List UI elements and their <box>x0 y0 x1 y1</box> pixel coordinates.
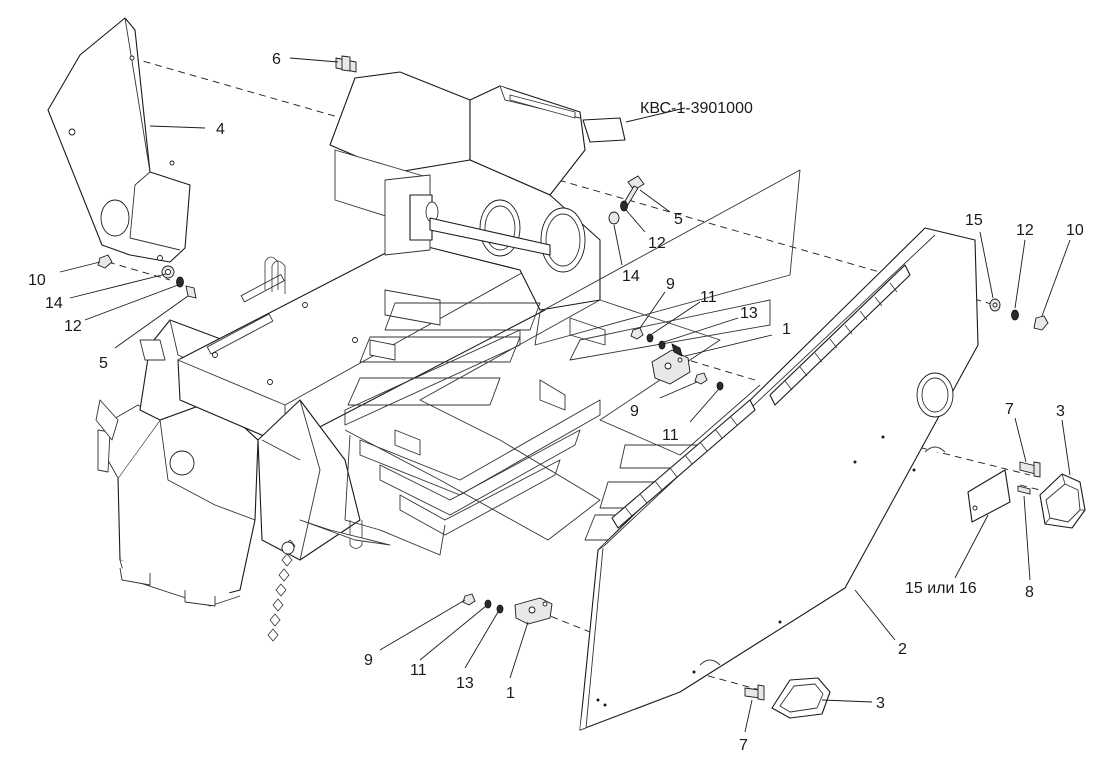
part-12-washer-left <box>176 276 184 288</box>
callout-2: 2 <box>898 641 907 658</box>
part-9-nut-bottom <box>462 593 476 606</box>
callout-5-left: 5 <box>99 355 108 372</box>
callout-12-left: 12 <box>64 318 82 335</box>
part-4-left-shield <box>47 17 191 263</box>
part-9-nut-top <box>630 327 644 340</box>
part-11-washer-mid <box>716 381 724 391</box>
part-10-nut-left <box>97 254 113 269</box>
baffle-plate <box>344 169 801 556</box>
callout-14-left: 14 <box>45 295 63 312</box>
callout-15-right: 15 <box>965 212 983 229</box>
callout-7-right: 7 <box>1005 401 1014 418</box>
part-2-door-panel <box>579 227 979 731</box>
part-7-bolt-bottom <box>744 684 765 701</box>
callout-14-mid: 14 <box>622 268 640 285</box>
part-11-washer-top <box>646 333 654 343</box>
callout-7-bottom: 7 <box>739 737 748 754</box>
part-9-nut-mid <box>694 372 708 385</box>
assembly-label: КВС-1-3901000 <box>640 100 753 117</box>
part-13-washer-bottom <box>496 604 504 614</box>
callout-9-mid: 9 <box>630 403 639 420</box>
callout-4: 4 <box>216 121 225 138</box>
callout-12-right: 12 <box>1016 222 1034 239</box>
callout-10-right: 10 <box>1066 222 1084 239</box>
callout-3-bottom: 3 <box>876 695 885 712</box>
callout-11-top: 11 <box>700 289 717 306</box>
callout-6: 6 <box>272 51 281 68</box>
callout-8: 8 <box>1025 584 1034 601</box>
part-3-lamp-bottom <box>771 677 831 719</box>
callout-9-top: 9 <box>666 276 675 293</box>
callout-labels: КВС-1-3901000 6 4 10 14 12 5 5 12 14 15 … <box>28 51 1084 754</box>
part-13-washer-top <box>658 340 666 350</box>
callout-13-top: 13 <box>740 305 758 322</box>
part-14-washer-left <box>161 265 175 279</box>
part-10-nut-right <box>1033 315 1049 331</box>
callout-9-bottom: 9 <box>364 652 373 669</box>
part-1-latch-bottom <box>514 597 553 625</box>
part-15-washer-right <box>989 298 1001 312</box>
part-12-washer-mid <box>620 200 628 212</box>
callout-1-top: 1 <box>782 321 791 338</box>
part-7-bolt-right <box>1019 461 1041 478</box>
part-11-washer-bottom <box>484 599 492 609</box>
part-12-washer-right <box>1011 309 1019 321</box>
callout-13-bottom: 13 <box>456 675 474 692</box>
main-frame <box>95 71 626 642</box>
callout-11-bottom: 11 <box>410 662 427 679</box>
callout-1-bottom: 1 <box>506 685 515 702</box>
part-14-washer-mid <box>608 211 620 225</box>
part-6-bolt <box>335 55 357 73</box>
callout-12-mid: 12 <box>648 235 666 252</box>
part-1-latch-top <box>651 343 691 385</box>
part-15-16-plate <box>967 469 1011 523</box>
part-8-screw <box>1017 485 1031 495</box>
leader-lines <box>59 57 1071 733</box>
part-5-bolt-left <box>185 285 197 299</box>
callout-10-left: 10 <box>28 272 46 289</box>
part-3-lamp-right <box>1039 473 1086 529</box>
callout-15-or-16: 15 или 16 <box>905 580 977 597</box>
callout-11-mid: 11 <box>662 427 679 444</box>
callout-3-right: 3 <box>1056 403 1065 420</box>
callout-5-mid: 5 <box>674 211 683 228</box>
